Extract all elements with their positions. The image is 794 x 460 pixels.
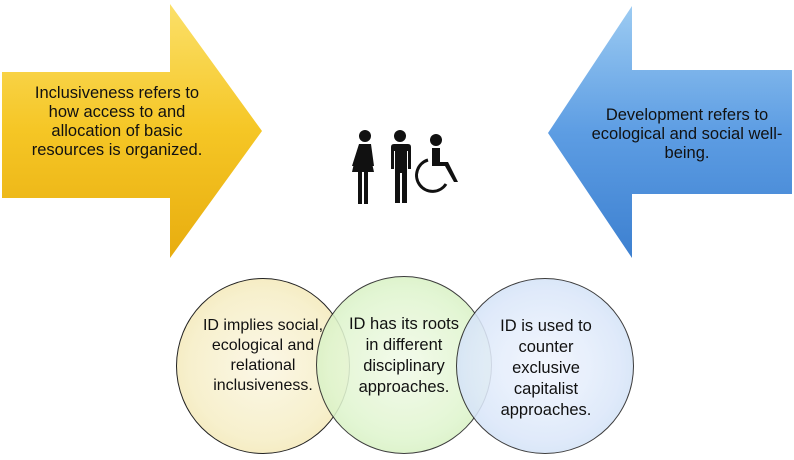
left-arrow-shape bbox=[2, 4, 262, 258]
circle-text-counter: ID is used to counter exclusive capitali… bbox=[500, 317, 592, 419]
right-arrow-shape bbox=[548, 6, 792, 258]
people-with-wheelchair-icon bbox=[352, 130, 458, 204]
man-icon bbox=[391, 130, 411, 203]
right-arrow-text: Development refers to ecological and soc… bbox=[591, 106, 783, 162]
circle-text-inclusiveness: ID implies social, ecological and relati… bbox=[202, 317, 324, 394]
left-arrow-text: Inclusiveness refers to how access to an… bbox=[31, 84, 203, 159]
circle-text-roots: ID has its roots in different disciplina… bbox=[348, 315, 460, 396]
wheelchair-icon bbox=[415, 158, 448, 193]
circle-counter bbox=[456, 278, 634, 454]
woman-icon bbox=[352, 130, 374, 204]
wheelchair-user-icon bbox=[430, 134, 458, 182]
